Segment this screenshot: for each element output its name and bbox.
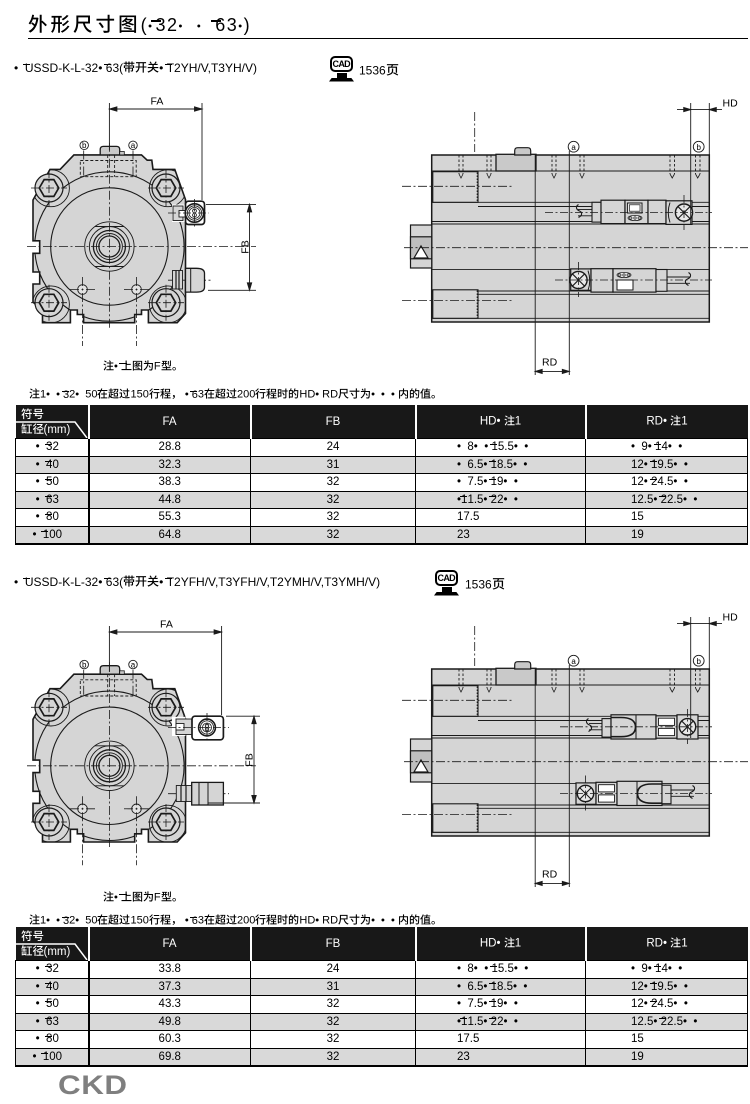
svg-text:HD: HD [723, 98, 739, 110]
svg-text:a: a [571, 657, 576, 666]
svg-text:FB: FB [240, 240, 252, 253]
svg-text:a: a [131, 661, 136, 670]
svg-text:b: b [82, 661, 87, 670]
svg-text:FA: FA [151, 96, 164, 108]
svg-text:RD: RD [542, 869, 558, 881]
svg-text:FB: FB [244, 753, 256, 766]
svg-text:FA: FA [160, 619, 173, 631]
svg-text:RD: RD [542, 357, 558, 369]
svg-text:HD: HD [723, 612, 739, 624]
svg-text:a: a [571, 143, 576, 152]
svg-text:a: a [131, 141, 136, 150]
svg-text:b: b [696, 657, 701, 666]
svg-text:b: b [82, 141, 87, 150]
svg-text:b: b [696, 143, 701, 152]
